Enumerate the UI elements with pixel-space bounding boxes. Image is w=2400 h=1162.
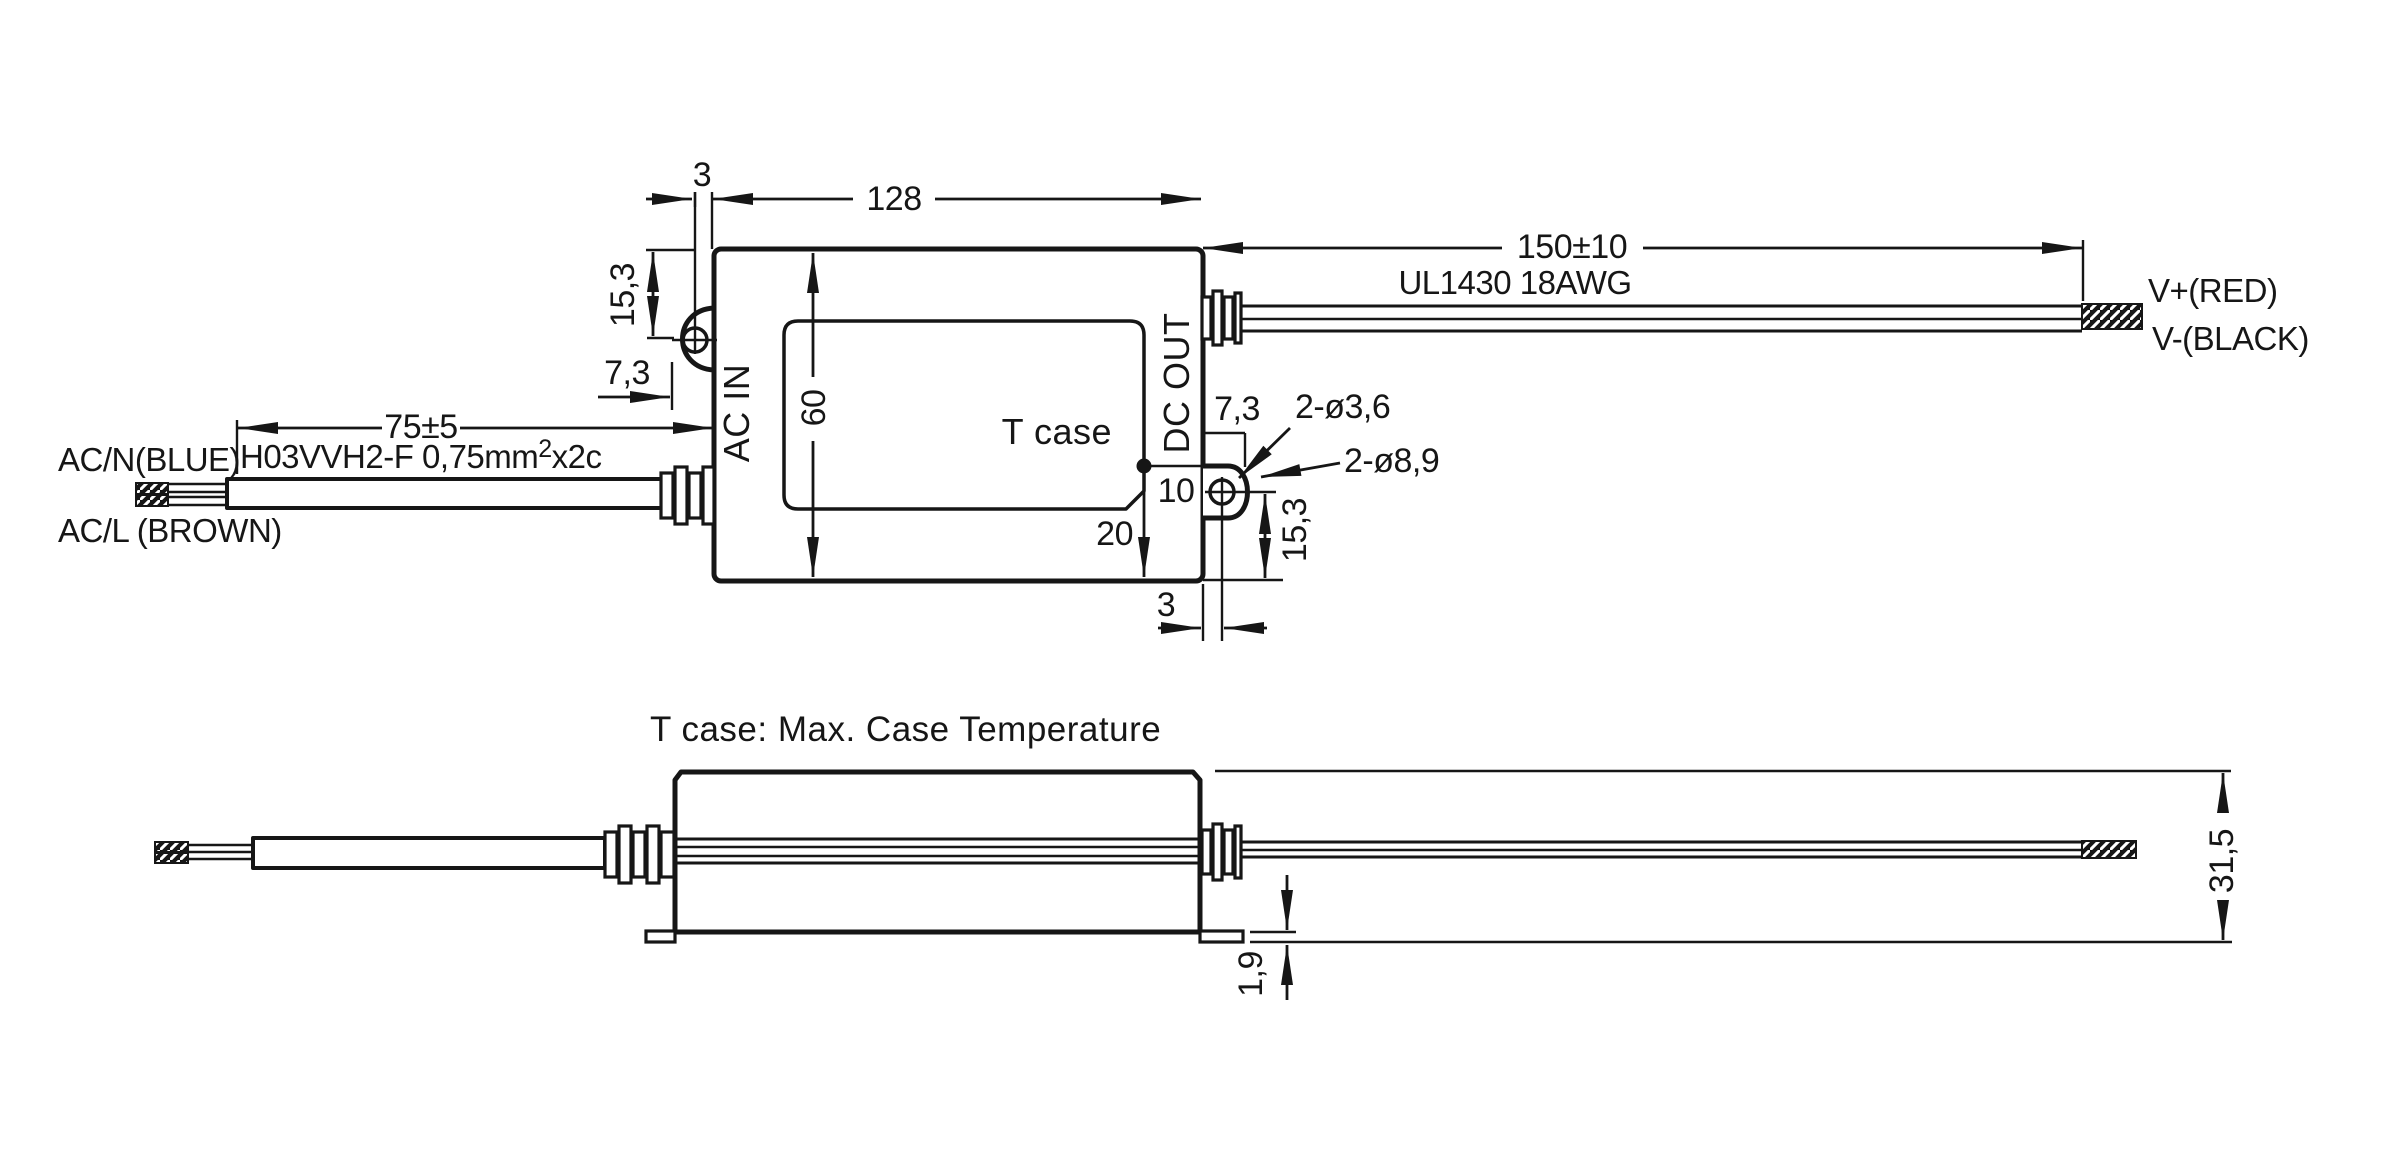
input-cable-spec-suffix: x2c <box>552 438 602 475</box>
dimension-output-cable-150-10 <box>1203 240 2085 301</box>
dim-hole-edge-right: 15,3 <box>1276 498 1314 562</box>
dim-ear-right: 7,3 <box>1214 390 1260 428</box>
side-dc-wire-stripped-end <box>2081 840 2137 859</box>
mounting-flange-right <box>1198 929 1245 944</box>
dimension-height-31-5 <box>1215 769 2232 944</box>
dimension-hole-offset-left-3 <box>646 192 714 249</box>
case-outline-side-view <box>672 769 1203 935</box>
dim-ear-left: 7,3 <box>604 354 650 392</box>
side-ac-input-cable <box>154 824 676 885</box>
side-ac-strain-relief <box>603 824 676 885</box>
mounting-flange-left <box>644 929 677 944</box>
side-ac-wire-tip-bottom <box>154 852 189 864</box>
dimension-ear-right-7-3 <box>1203 431 1247 467</box>
dim-hole-edge-left: 15,3 <box>604 263 642 327</box>
case-internal-wire-lines <box>676 837 1199 865</box>
dim-length: 128 <box>866 180 921 218</box>
input-cable-spec: H03VVH2-F 0,75mm2x2c <box>240 435 602 475</box>
case-outline-top-view <box>711 246 1206 584</box>
dim-width: 60 <box>795 390 833 427</box>
ac-input-cable <box>135 465 716 526</box>
label-area <box>782 319 1146 511</box>
ac-cable-jacket <box>225 477 664 510</box>
leader-small-holes <box>1238 427 1291 479</box>
label-t-case: T case <box>1002 411 1112 452</box>
top-view: 3 128 15,3 7,3 60 75±5 150±10 UL1430 18A… <box>58 156 2309 641</box>
dim-height: 31,5 <box>2203 829 2241 893</box>
leader-large-holes <box>1260 461 1341 479</box>
label-ac-l: AC/L (BROWN) <box>58 512 282 549</box>
ac-wire-tip-top <box>135 482 169 495</box>
dc-wire-stripped-end <box>2081 303 2143 330</box>
dimension-hole-edge-right-15-3 <box>1203 490 1283 582</box>
label-v-plus: V+(RED) <box>2148 272 2277 309</box>
dim-output-cable: 150±10 <box>1517 228 1627 266</box>
side-dc-strain-relief <box>1200 822 1243 882</box>
label-dc-out: DC OUT <box>1156 313 1197 454</box>
t-case-point <box>1136 458 1152 474</box>
dimension-input-cable-75-5 <box>235 420 713 474</box>
dimension-ear-left-7-3 <box>598 362 674 410</box>
dim-tcase-x: 10 <box>1158 472 1195 510</box>
callout-leaders <box>1238 427 1341 479</box>
side-dc-output-wire <box>1200 822 2137 882</box>
t-case-note: T case: Max. Case Temperature <box>650 710 1161 749</box>
dimension-hole-edge-left-15-3 <box>646 248 694 340</box>
dc-output-wire <box>1200 289 2143 347</box>
label-v-minus: V-(BLACK) <box>2152 320 2309 357</box>
dim-input-cable: 75±5 <box>384 408 457 446</box>
dimension-flange-thickness-1-9 <box>1250 875 1296 1000</box>
ac-strain-relief <box>659 465 716 526</box>
callout-large-holes: 2-ø8,9 <box>1344 442 1439 480</box>
dim-hole-offset-right: 3 <box>1157 586 1175 624</box>
ac-wire-tip-bottom <box>135 494 169 507</box>
input-cable-spec-prefix: H03VVH2-F 0,75mm <box>240 438 538 475</box>
side-view: 31,5 1,9 <box>154 769 2241 1000</box>
callout-small-holes: 2-ø3,6 <box>1295 388 1390 426</box>
label-ac-in: AC IN <box>716 364 757 463</box>
dim-tcase-y: 20 <box>1096 515 1133 553</box>
output-wire-spec: UL1430 18AWG <box>1398 264 1631 301</box>
input-cable-spec-sup: 2 <box>538 435 551 463</box>
side-ac-wire-tip-top <box>154 841 189 853</box>
dim-flange-thickness: 1,9 <box>1232 951 1270 997</box>
dimension-hole-offset-right-3 <box>1158 584 1267 641</box>
dc-strain-relief <box>1200 289 1243 347</box>
label-ac-n: AC/N(BLUE) <box>58 441 240 478</box>
side-ac-cable-jacket <box>251 836 607 870</box>
dim-hole-offset-left: 3 <box>693 156 711 194</box>
